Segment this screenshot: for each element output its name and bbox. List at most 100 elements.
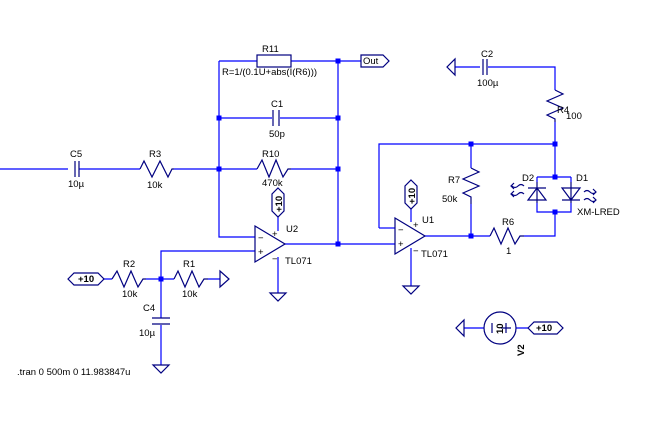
voltage-source-v2-polarity [491,323,511,333]
d2-name: D2 [522,173,534,184]
resistor-r11-body[interactable] [256,54,292,68]
resistor-r3-zigzag[interactable] [139,159,174,179]
ground-icon [219,269,230,289]
v2-value: 10 [495,323,506,334]
c2-value: 100µ [477,78,499,89]
r3-value: 10k [147,180,163,191]
wire-u1-feedback[interactable] [378,143,555,228]
u2-value: TL071 [285,256,312,267]
c2-name: C2 [481,49,493,60]
wire-u1-out[interactable] [425,212,556,237]
voltage-source-v2[interactable]: 10 V2 [483,311,527,356]
r4-name: R4 [557,105,569,116]
u2-name: U2 [286,224,298,235]
r2-vcc-label: +10 [78,274,94,285]
r1-name: R1 [183,259,195,270]
r10-name: R10 [262,149,279,160]
out-flag[interactable] [360,54,390,68]
net-label-r2-vcc[interactable]: +10 [67,272,105,286]
resistor-r1-zigzag[interactable] [173,269,208,289]
resistor-r7[interactable]: R7 50k [442,167,481,205]
r4-value: 100 [566,111,582,122]
capacitor-c1-plates[interactable] [272,110,280,126]
u2-minus-pin: − [258,233,264,244]
opamp-u2-body[interactable] [254,224,287,264]
junction [552,174,558,180]
u2-vcc-label: +10 [274,196,285,212]
u1-vcc-flag[interactable] [404,179,418,210]
resistor-r4-zigzag[interactable] [545,89,565,122]
resistor-r1[interactable]: R1 10k [173,259,208,300]
ground-icon [151,364,171,374]
junction [335,241,341,247]
out-label: Out [363,56,379,67]
capacitor-c2-plates[interactable] [482,59,488,75]
ground-icon [446,57,456,77]
d1-name: D1 [576,173,588,184]
capacitor-c4[interactable]: C4 10µ [139,303,170,339]
ground-icon [455,318,465,338]
diode-d2-symbol[interactable] [526,182,548,203]
c5-value: 10µ [68,179,85,190]
net-label-u2-vcc[interactable]: +10 [271,187,285,218]
u1-name: U1 [422,215,434,226]
opamp-u1-body[interactable] [394,216,427,256]
c1-value: 50p [269,129,285,140]
junction [216,166,222,172]
capacitor-c2[interactable]: C2 100µ [477,49,499,89]
wire-u2-plus[interactable] [160,250,255,279]
net-label-u1-vcc[interactable]: +10 [404,179,418,210]
resistor-r6[interactable]: R6 1 [489,217,524,257]
resistor-r10[interactable]: R10 470k [256,149,291,189]
resistor-r6-zigzag[interactable] [489,226,524,246]
diode-d1[interactable]: D1 XM-LRED [560,173,620,218]
d1-value: XM-LRED [577,207,620,218]
resistor-r10-zigzag[interactable] [256,158,291,179]
v2-vcc-flag[interactable] [527,321,564,335]
junction [158,276,164,282]
r6-name: R6 [502,217,514,228]
junctions [158,58,558,282]
net-label-out[interactable]: Out [360,54,390,68]
wires [0,60,572,365]
diode-d1-symbol[interactable] [560,182,582,203]
u1-vcc-label: +10 [407,188,418,204]
net-label-v2-vcc[interactable]: +10 [527,321,564,335]
resistor-r4[interactable]: R4 100 [545,89,582,122]
v2-vcc-label: +10 [536,323,552,334]
junction [552,209,558,215]
spice-directive[interactable]: .tran 0 500m 0 11.983847u [17,367,130,378]
wire-c2-r4[interactable] [455,66,556,177]
u2-vcc-flag[interactable] [271,187,285,218]
capacitor-c5[interactable]: C5 10µ [68,149,85,190]
c4-name: C4 [143,303,155,314]
voltage-source-v2-body[interactable] [483,311,517,345]
junction [335,166,341,172]
opamp-u2[interactable]: − + + − U2 TL071 [254,224,312,267]
opamp-u1[interactable]: − + + − U1 TL071 [394,215,448,260]
r7-name: R7 [448,175,460,186]
u1-plus-pin: + [398,239,404,250]
resistor-r2-zigzag[interactable] [111,269,146,289]
junction [335,58,341,64]
r2-vcc-flag[interactable] [67,272,105,286]
capacitor-c4-plates[interactable] [152,317,170,325]
wire-left-rail[interactable] [218,61,255,238]
u2-vminus-pin: − [272,254,278,265]
r7-value: 50k [442,194,458,205]
r1-value: 10k [182,289,198,300]
capacitor-c5-plates[interactable] [74,161,80,177]
resistor-r2[interactable]: R2 10k [111,259,146,300]
resistor-r7-zigzag[interactable] [461,167,481,204]
capacitor-c1[interactable]: C1 50p [269,99,285,140]
c1-name: C1 [271,99,283,110]
junction [468,141,474,147]
u1-vminus-pin: − [413,246,419,257]
diode-d2[interactable]: D2 [510,173,548,203]
resistor-r3[interactable]: R3 10k [139,149,174,191]
resistor-r11[interactable]: R11 R=1/(0.1U+abs(I(R6))) [222,44,317,78]
v2-name: V2 [516,344,527,356]
junction [468,233,474,239]
u2-plus-pin: + [258,247,264,258]
